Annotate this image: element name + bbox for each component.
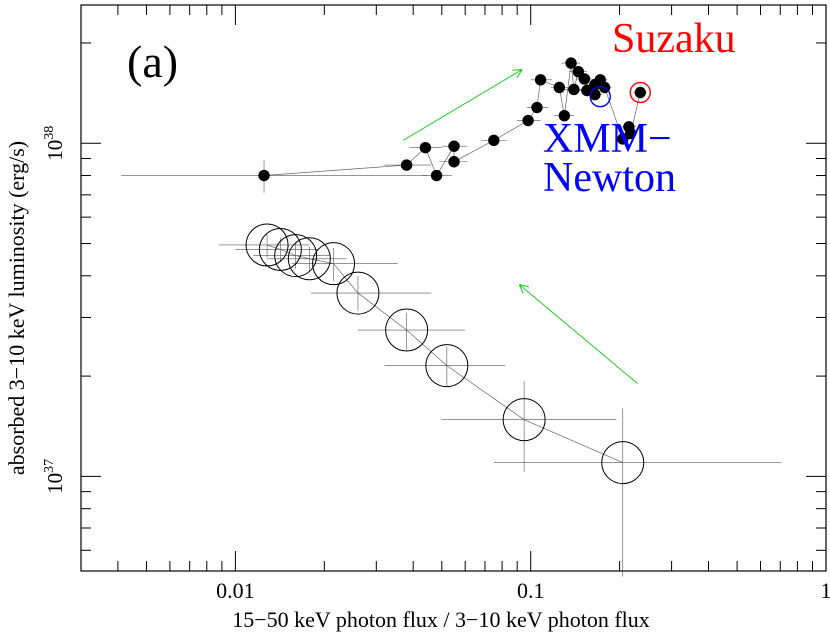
plot-frame [80,4,827,572]
data-point-filled [534,74,547,86]
y-tick-label-base: 10 [43,140,67,161]
y-tick-label-exponent: 38 [42,126,57,140]
trend-arrow [402,70,521,141]
y-tick-label: 1037 [42,459,67,494]
data-point-filled [624,127,637,140]
arrow-layer [402,70,638,384]
data-point-filled [565,57,577,69]
annotation-xmm-line2: Newton [543,155,676,201]
data-point-filled [400,159,413,171]
data-points [245,57,646,485]
data-point-filled [553,81,566,94]
y-tick-label: 1038 [42,126,67,161]
x-tick-label: 0.01 [216,578,255,603]
data-point-open [312,242,356,286]
data-point-filled [568,83,580,96]
data-point-filled [578,73,591,85]
data-point-filled [558,109,571,122]
data-point-filled [589,88,601,101]
data-point-open [274,234,318,278]
y-tick-label-exponent: 37 [42,459,57,473]
data-point-open [601,441,645,485]
annotation-xmm-line1: XMM− [543,116,672,162]
data-point-filled [634,86,646,99]
data-point-filled [430,169,443,182]
series-connecting-line [266,244,623,463]
data-point-filled [488,134,500,147]
highlight-circle-suzaku [629,81,651,104]
data-point-open [425,344,469,388]
annotation-suzaku: Suzaku [612,16,736,62]
data-point-filled [258,169,270,182]
data-point-filled [522,114,534,127]
data-point-filled [531,101,543,114]
data-point-open [502,398,546,442]
x-tick-label: 1 [821,578,830,603]
data-point-open [336,271,380,315]
x-tick-label: 0.1 [517,578,545,603]
data-point-filled [448,140,460,152]
data-point-filled [448,156,460,168]
highlight-markers [589,81,651,108]
data-point-filled [572,65,585,78]
x-axis-label: 15−50 keV photon flux / 3−10 keV photon … [232,607,650,632]
panel-label: (a) [127,36,178,87]
trend-arrow [520,285,638,384]
data-point-filled [419,141,432,154]
data-point-open [287,237,331,281]
y-axis-label: absorbed 3−10 keV luminosity (erg/s) [4,141,29,475]
highlight-circle-xmm-newton [589,85,611,108]
data-point-filled [617,133,629,145]
y-tick-label-base: 10 [43,473,67,494]
axis-ticks [80,5,827,571]
data-point-open [385,308,429,352]
